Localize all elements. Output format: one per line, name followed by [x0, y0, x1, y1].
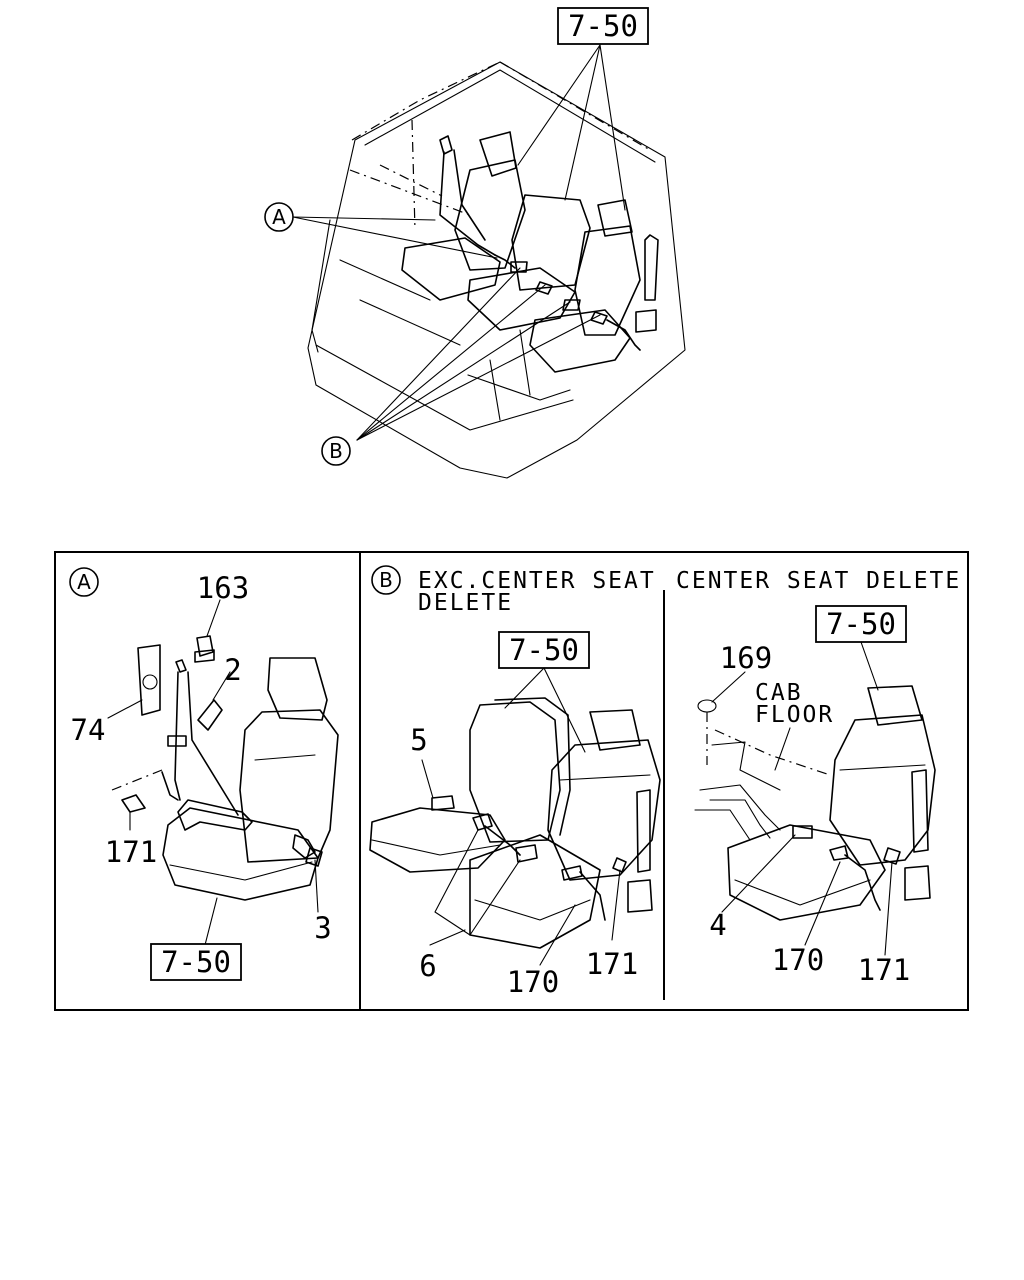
- panel-b-ref-box: 7-50: [498, 631, 590, 669]
- cab-overview-illustration: [307, 61, 686, 479]
- panel-c-seat-illustration: [694, 685, 936, 921]
- cab-floor-note-line2: FLOOR: [755, 702, 834, 728]
- part-169-label: 169: [720, 641, 772, 675]
- cab-floor-note: CAB: [755, 680, 803, 706]
- part-171-label: 171: [858, 953, 910, 987]
- overview-callout-b: B: [321, 436, 351, 466]
- panel-c-leader-lines: [711, 641, 893, 956]
- panel-b-heading-line2: DELETE: [418, 590, 513, 616]
- panel-b-seat-illustration: [369, 697, 661, 949]
- panel-b-heading: EXC.CENTER SEAT: [418, 568, 656, 594]
- panel-c-ref-box: 7-50: [815, 605, 907, 643]
- svg-text:7-50: 7-50: [568, 9, 638, 43]
- part-2-label: 2: [224, 653, 241, 687]
- panel-b-callout: B: [371, 565, 401, 595]
- panel-a: A: [69, 567, 339, 981]
- part-4-label: 4: [709, 908, 726, 942]
- part-170-label: 170: [772, 943, 824, 977]
- part-163-label: 163: [197, 571, 249, 605]
- part-5-label: 5: [410, 723, 427, 757]
- panel-b: B EXC.CENTER SEAT DELETE 7-50: [369, 565, 661, 999]
- svg-text:7-50: 7-50: [161, 945, 231, 979]
- panel-b-part-labels: 5 6 170 171: [410, 723, 638, 999]
- part-171-label: 171: [586, 947, 638, 981]
- svg-text:B: B: [379, 568, 393, 592]
- part-3-label: 3: [314, 911, 331, 945]
- part-170-label: 170: [507, 965, 559, 999]
- svg-text:A: A: [272, 205, 286, 229]
- overview-ref-box: 7-50: [557, 7, 649, 45]
- panel-a-ref-box: 7-50: [150, 943, 242, 981]
- panel-a-leader-lines: [107, 599, 319, 946]
- panel-a-part-labels: 163 2 74 171 3: [71, 571, 332, 945]
- svg-text:B: B: [329, 439, 343, 463]
- panel-b-leader-lines: [421, 667, 621, 966]
- part-74-label: 74: [71, 713, 106, 747]
- overview-leader-lines: [292, 44, 626, 441]
- overview-callout-a: A: [264, 202, 294, 232]
- svg-text:7-50: 7-50: [509, 633, 579, 667]
- panel-a-seat-illustration: [111, 635, 339, 901]
- panel-c: CENTER SEAT DELETE 7-50 CAB FLOOR: [676, 568, 961, 987]
- svg-text:A: A: [77, 570, 91, 594]
- detail-frame: [54, 551, 969, 1011]
- panel-a-callout: A: [69, 567, 99, 597]
- svg-text:7-50: 7-50: [826, 607, 896, 641]
- part-6-label: 6: [419, 949, 436, 983]
- part-171-label: 171: [105, 835, 157, 869]
- panel-c-part-labels: 169 4 170 171: [709, 641, 910, 987]
- panel-c-heading: CENTER SEAT DELETE: [676, 568, 961, 594]
